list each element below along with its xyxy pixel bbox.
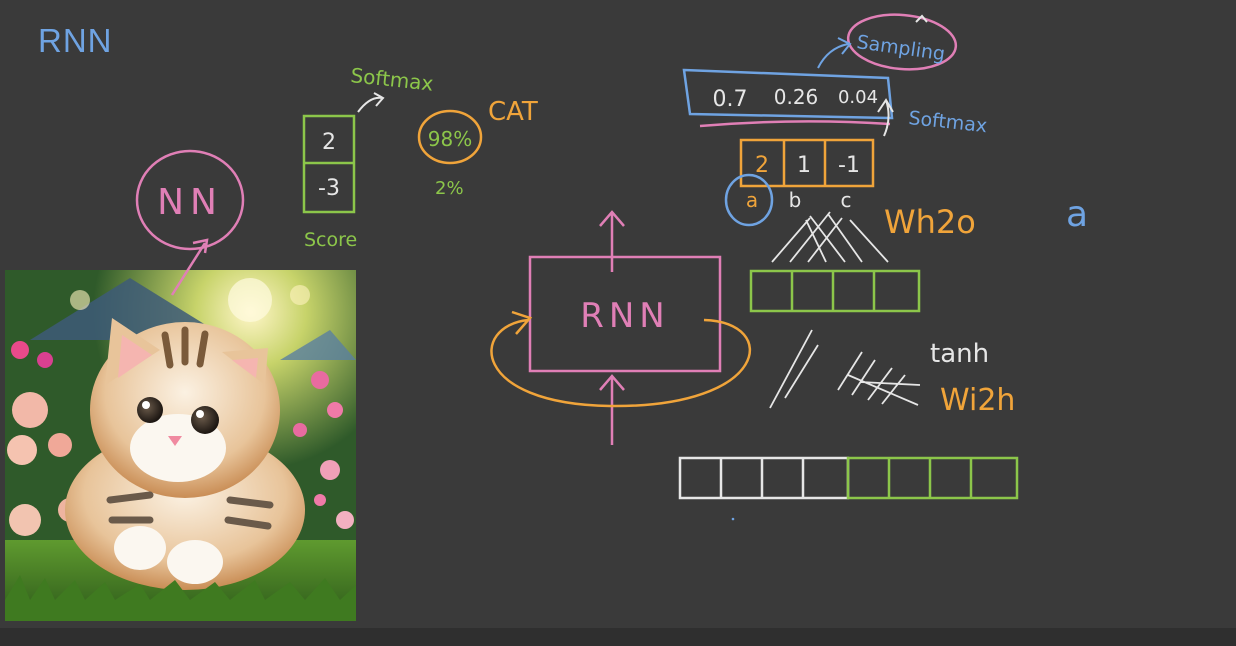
- other-prob: 2%: [435, 178, 464, 199]
- prob-value-1: 0.7: [713, 87, 748, 112]
- pen-cursor-icon: [915, 14, 928, 23]
- score-value-1: 2: [322, 130, 336, 155]
- underline-mark: [699, 120, 891, 128]
- w-h2o-label: Wh2o: [884, 203, 976, 241]
- logit-value-1: 2: [755, 153, 769, 178]
- hidden-vector: [749, 269, 921, 313]
- tanh-label: tanh: [930, 339, 989, 369]
- nn-node: NN: [135, 149, 245, 251]
- cat-prob: 98%: [428, 127, 472, 151]
- sampled-letter: a: [1066, 194, 1088, 235]
- rnn-label: RNN: [580, 296, 670, 336]
- prob-value-2: 0.26: [774, 85, 819, 109]
- input-vector: [678, 456, 850, 500]
- bottom-strip: [0, 628, 1236, 646]
- right-softmax-arrow: [877, 98, 894, 137]
- image-to-nn-arrow: [170, 238, 209, 296]
- input-arrow: [599, 374, 625, 445]
- recurrent-loop: [490, 310, 752, 408]
- sampling-circle: [846, 13, 958, 71]
- output-weight-lines: [771, 211, 889, 263]
- logit-value-3: -1: [838, 153, 860, 178]
- letter-c: c: [841, 188, 852, 212]
- letter-a-circle: [724, 173, 774, 227]
- letter-a: a: [746, 188, 758, 212]
- softmax-arrow: [357, 92, 385, 113]
- rnn-cell: RNN: [528, 255, 722, 373]
- logit-vector: 2 1 -1: [739, 138, 875, 188]
- prob-value-3: 0.04: [838, 87, 878, 108]
- input-weight-lines: [769, 329, 921, 409]
- logit-value-2: 1: [797, 153, 811, 178]
- score-vector: 2 -3: [302, 114, 356, 214]
- sampling-arrow: [817, 37, 852, 69]
- hidden-input-vector: [846, 456, 1019, 500]
- nn-label: NN: [157, 182, 223, 223]
- score-label: Score: [304, 229, 357, 251]
- page-title: RNN: [38, 22, 113, 59]
- left-softmax-label: Softmax: [349, 63, 434, 96]
- cat-prob-circle: [417, 109, 483, 165]
- score-value-2: -3: [318, 176, 340, 201]
- right-softmax-label: Softmax: [907, 107, 988, 137]
- cat-label: CAT: [488, 97, 538, 127]
- output-arrow: [599, 210, 625, 272]
- w-i2h-label: Wi2h: [940, 383, 1015, 418]
- prob-box: 0.7 0.26 0.04: [682, 68, 894, 120]
- letter-b: b: [789, 188, 802, 212]
- stray-dot: [731, 517, 735, 521]
- kitten-photo: [5, 270, 356, 621]
